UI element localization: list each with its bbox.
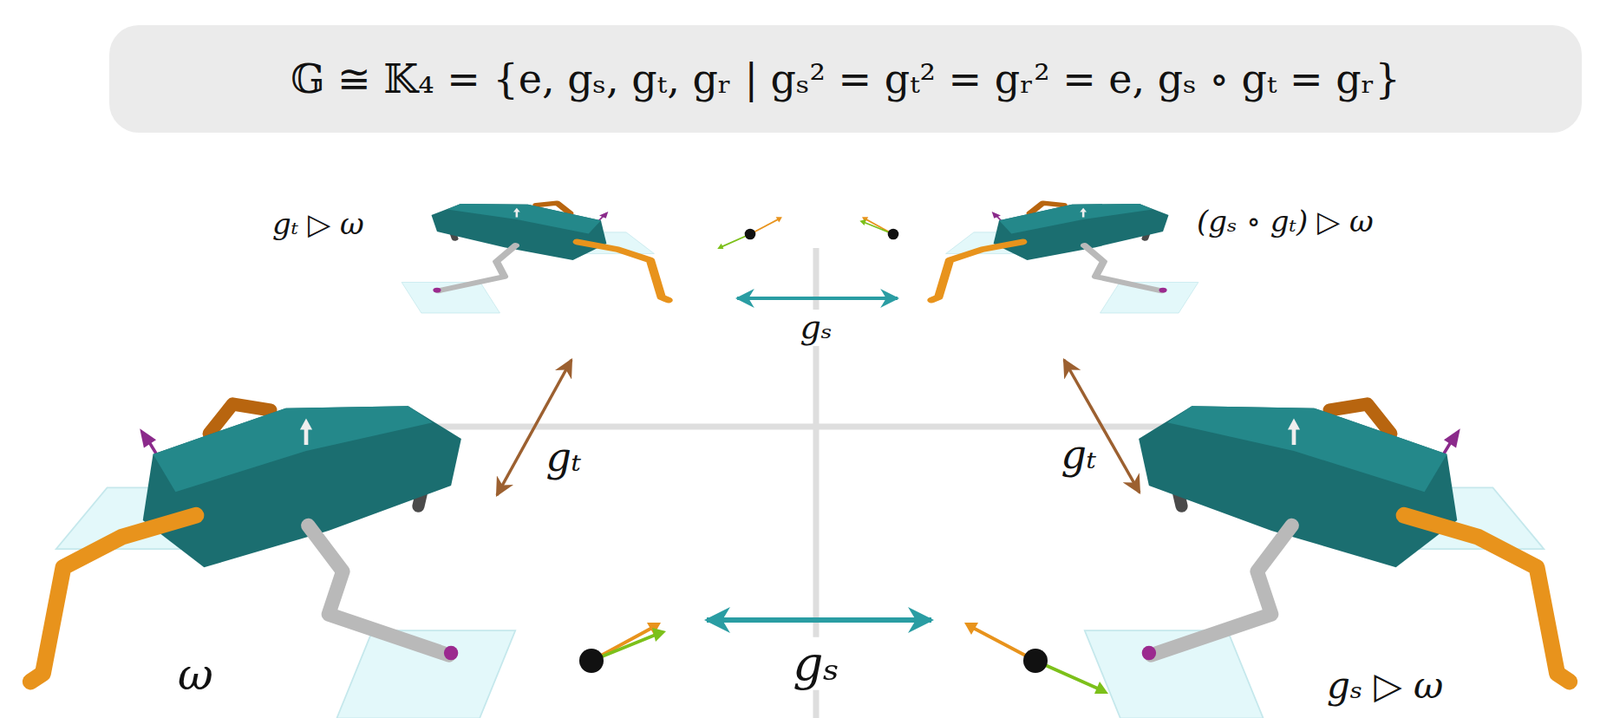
momentum-symbol	[579, 622, 667, 673]
robot-state	[931, 202, 1198, 314]
momentum-symbol	[859, 216, 899, 240]
group-formula: 𝔾 ≅ 𝕂₄ = {e, gₛ, gₜ, gᵣ | gₛ² = gₜ² = gᵣ…	[290, 55, 1401, 103]
group-element-label: gₛ	[787, 637, 845, 691]
momentum-symbol	[964, 622, 1109, 694]
edge-label-holder: gₜ	[1056, 432, 1103, 477]
transformation-arrow	[737, 296, 898, 301]
robot-state-node: ω	[8, 495, 707, 714]
robot-state-node: (gₛ ∘ gₜ) ▷ ω	[897, 195, 1427, 360]
robot-state-node: gₜ ▷ ω	[260, 195, 738, 360]
state-label: gₛ ▷ ω	[1326, 666, 1444, 706]
transformation-arrow	[706, 617, 932, 623]
state-label: ω	[177, 651, 214, 699]
formula-banner: 𝔾 ≅ 𝕂₄ = {e, gₛ, gₜ, gᵣ | gₛ² = gₜ² = gᵣ…	[109, 25, 1582, 133]
momentum-symbol	[717, 216, 783, 249]
robot-state-node: gₛ ▷ ω	[931, 492, 1596, 714]
group-element-label: gₜ	[1056, 432, 1103, 477]
edge-label-holder: gₛ	[787, 637, 845, 691]
state-label: gₜ ▷ ω	[272, 208, 365, 241]
state-label: (gₛ ∘ gₜ) ▷ ω	[1196, 205, 1374, 238]
group-element-label: gₜ	[541, 435, 588, 480]
edge-label-holder: gₛ	[794, 309, 837, 347]
robot-state	[30, 404, 516, 718]
axis-line	[423, 424, 1215, 431]
robot-state	[1084, 404, 1570, 718]
group-element-label: gₛ	[794, 309, 837, 347]
robot-state	[401, 202, 668, 314]
edge-label-holder: gₜ	[541, 435, 588, 480]
